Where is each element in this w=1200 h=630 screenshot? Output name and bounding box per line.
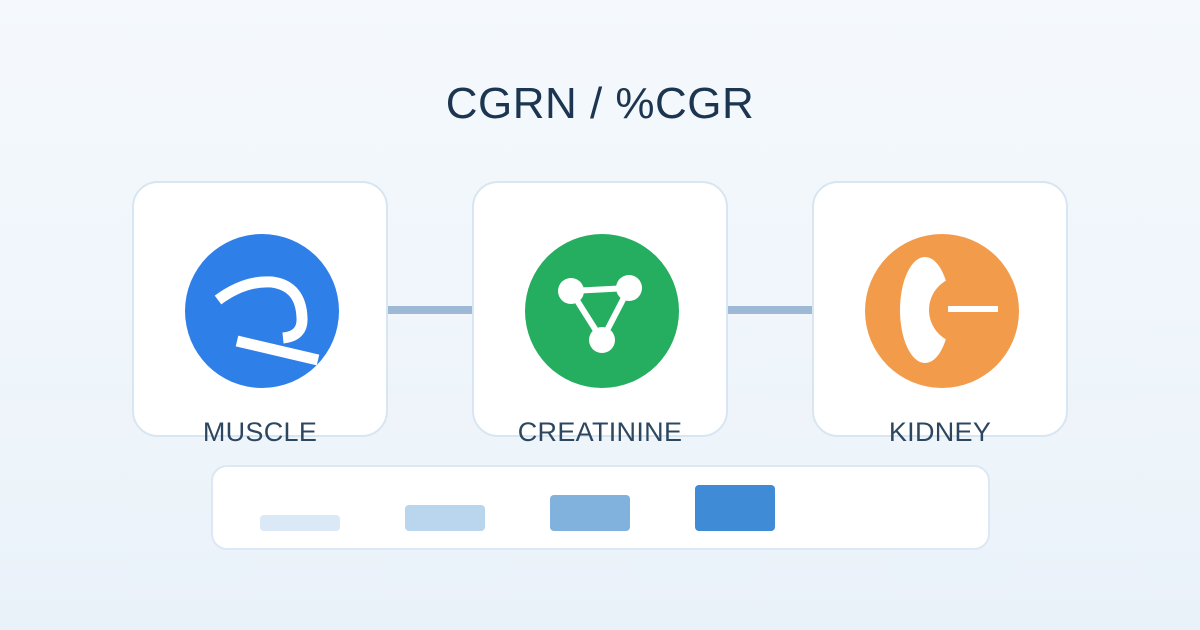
level-bar-3 xyxy=(550,495,630,531)
connector-muscle-creatinine xyxy=(388,306,472,314)
kidney-label: KIDNEY xyxy=(888,417,992,447)
kidney-card: KIDNEY xyxy=(812,181,1068,447)
muscle-card: MUSCLE xyxy=(132,181,388,447)
level-bar-2 xyxy=(405,505,485,531)
creatinine-card: CREATININE xyxy=(472,181,728,447)
muscle-icon xyxy=(185,234,339,388)
kidney-icon xyxy=(865,234,1019,388)
level-legend xyxy=(211,465,990,550)
level-bar-4 xyxy=(695,485,775,531)
connector-creatinine-kidney xyxy=(728,306,812,314)
page-title: CGRN / %CGR xyxy=(445,79,755,128)
muscle-label: MUSCLE xyxy=(202,417,318,447)
molecule-icon xyxy=(525,234,679,388)
creatinine-label: CREATININE xyxy=(517,417,683,447)
level-bar-1 xyxy=(260,515,340,531)
